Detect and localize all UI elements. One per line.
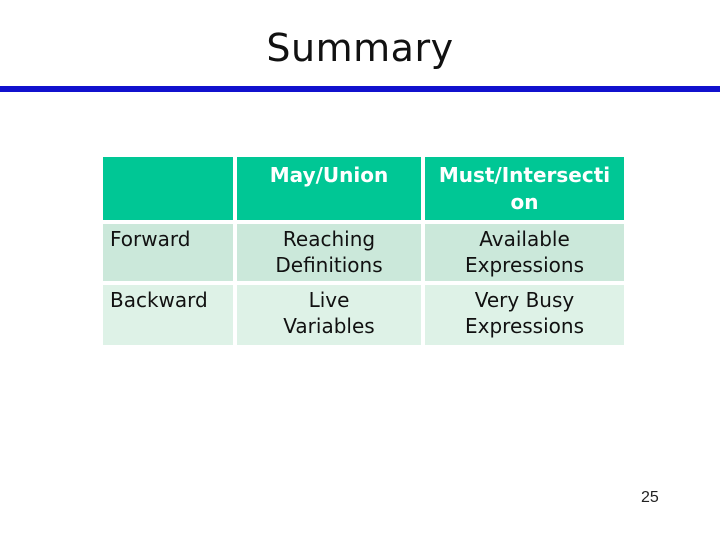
- table-header-corner-cell: [103, 157, 233, 220]
- page-number: 25: [641, 489, 659, 506]
- table-row-label-forward: Forward: [103, 224, 233, 281]
- table-header-must-intersection: Must/Intersecti on: [425, 157, 624, 220]
- summary-table: May/Union Must/Intersecti on Forward Rea…: [103, 157, 624, 345]
- title-divider-rule: [0, 86, 720, 92]
- table-cell-very-busy-expressions: Very Busy Expressions: [425, 285, 624, 345]
- table-cell-reaching-definitions: Reaching Definitions: [237, 224, 421, 281]
- table-cell-available-expressions: Available Expressions: [425, 224, 624, 281]
- table-row-label-backward: Backward: [103, 285, 233, 345]
- table-header-may-union: May/Union: [237, 157, 421, 220]
- slide-title: Summary: [266, 26, 454, 70]
- table-cell-live-variables: Live Variables: [237, 285, 421, 345]
